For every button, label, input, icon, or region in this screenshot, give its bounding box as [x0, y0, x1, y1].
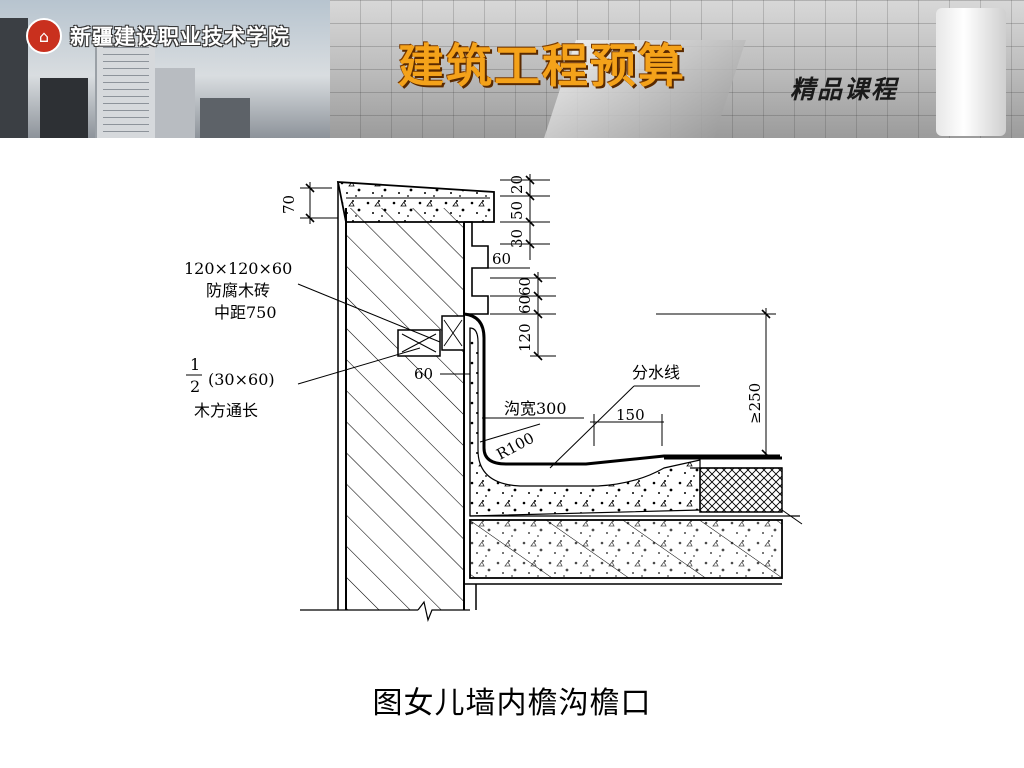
school-name: 新疆建设职业技术学院: [70, 25, 290, 49]
gutter-detail-drawing: 70 20 50 30 60 60 60 120 60 ≥250 150 R10…: [184, 174, 803, 623]
parapet-notches: [464, 221, 489, 315]
wood-brick: [397, 329, 441, 357]
divide-line-label: 分水线: [632, 363, 680, 382]
city-skyline-image: [0, 0, 330, 138]
insulation-block: [664, 456, 783, 513]
quality-course-tag: 精品课程: [790, 75, 899, 104]
break-line: [300, 600, 470, 623]
school-logo: ⌂ 新疆建设职业技术学院: [26, 18, 290, 54]
wood-strip-name: 木方通长: [194, 401, 258, 420]
dimension-ticks: [305, 175, 771, 459]
gutter-concrete: [469, 327, 701, 517]
building-shape: [200, 98, 250, 138]
dim-60-notch: 60: [492, 250, 511, 268]
figure-caption: 图女儿墙内檐沟檐口: [372, 686, 652, 721]
wood-strip: [441, 315, 465, 351]
dim-50: 50: [508, 201, 526, 220]
dim-250: ≥250: [746, 383, 764, 424]
wood-strip-size: (30×60): [208, 370, 275, 389]
gutter-width-label: 沟宽300: [504, 399, 567, 418]
parapet-wall: [337, 182, 465, 610]
half-fraction-bottom: 2: [190, 377, 200, 396]
dim-r100: R100: [493, 429, 537, 464]
building-shape: [155, 68, 195, 138]
dim-70: 70: [280, 195, 298, 214]
header-banner: ⌂ 新疆建设职业技术学院 建筑工程预算 精品课程: [0, 0, 1024, 138]
building-shape: [95, 38, 155, 138]
half-fraction-top: 1: [190, 355, 200, 374]
wood-brick-spacing: 中距750: [214, 303, 277, 322]
building-shape: [40, 78, 88, 138]
dim-20: 20: [508, 175, 526, 194]
roof-slab: [464, 509, 803, 610]
parapet-coping: [336, 181, 495, 223]
blueprint-roll-image: [936, 8, 1006, 136]
dim-150: 150: [616, 406, 645, 424]
dim-120: 120: [516, 323, 534, 352]
wood-brick-name: 防腐木砖: [206, 281, 270, 300]
school-emblem-icon: ⌂: [26, 18, 62, 54]
dim-60-gap: 60: [414, 365, 433, 383]
course-title: 建筑工程预算: [398, 39, 686, 93]
dim-30: 30: [508, 229, 526, 248]
wood-brick-size: 120×120×60: [184, 259, 292, 278]
building-shape: [0, 18, 28, 138]
dim-60-b: 60: [516, 295, 534, 314]
dim-60-a: 60: [516, 277, 534, 296]
